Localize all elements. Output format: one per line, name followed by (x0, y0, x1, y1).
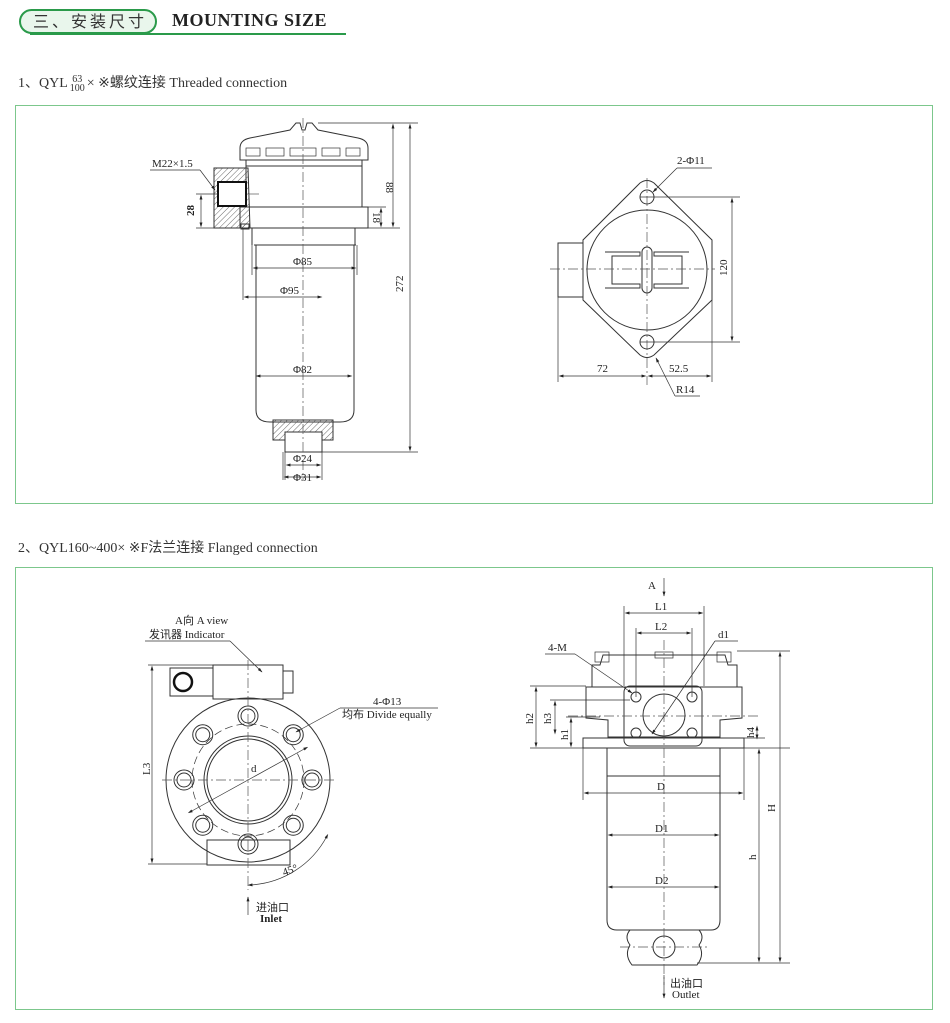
label-h: h (747, 854, 759, 860)
bolt-hole (282, 724, 304, 746)
label-holes: 2-Φ11 (677, 155, 705, 167)
bolt-hole (195, 817, 211, 833)
label-D2: D2 (655, 875, 668, 887)
label-H: H (766, 804, 778, 812)
label-4-holes: 4-Φ13 (373, 696, 402, 708)
section-title-en: MOUNTING SIZE (172, 10, 328, 30)
label-inlet-en: Inlet (260, 913, 282, 925)
label-d24: Φ24 (293, 453, 313, 465)
label-72: 72 (597, 363, 608, 375)
label-45: 45° (281, 862, 300, 879)
label-4-M: 4-M (548, 642, 567, 654)
label-88: 88 (383, 182, 395, 194)
label-120: 120 (718, 259, 730, 276)
bolt-hole (285, 817, 301, 833)
threaded-filter-top-view: 2-Φ11 120 72 52.5 R14 (550, 155, 740, 397)
label-d1: d1 (718, 629, 729, 641)
label-thread: M22×1.5 (152, 158, 193, 170)
flanged-drawing-frame (15, 567, 933, 1010)
label-L2: L2 (655, 621, 667, 633)
label-inlet-cn: 进油口 (256, 900, 289, 914)
label-indicator: 发讯器 Indicator (149, 627, 225, 641)
label-d95: Φ95 (280, 285, 300, 297)
threaded-drawing-frame (15, 105, 933, 504)
label-d82: Φ82 (293, 364, 312, 376)
label-d85: Φ85 (293, 256, 313, 268)
label-outlet-en: Outlet (672, 989, 700, 1001)
label-h4: h4 (745, 727, 757, 739)
bolt-hole (285, 727, 301, 743)
flanged-filter-side-view: A L1 L2 d1 4-M h2 h3 h1 h4 H h D D1 D2 出… (524, 578, 790, 1001)
title-underline (30, 33, 346, 35)
label-a-view: A向 A view (175, 613, 228, 627)
label-h3: h3 (542, 713, 554, 725)
label-D: D (657, 781, 665, 793)
bolt-hole (192, 724, 214, 746)
label-28: 28 (185, 205, 197, 217)
section-title-cn: 三、安装尺寸 (19, 9, 157, 34)
caption-flanged: 2、QYL160~400× ※F法兰连接 Flanged connection (18, 541, 318, 556)
bolt-hole (195, 727, 211, 743)
threaded-filter-side-view: M22×1.5 28 88 18 272 Φ85 Φ95 Φ82 Φ24 Φ31 (150, 118, 418, 484)
label-r14: R14 (676, 384, 695, 396)
label-52-5: 52.5 (669, 363, 689, 375)
label-divide-equally: 均布 Divide equally (342, 708, 432, 721)
label-d: d (251, 763, 257, 775)
label-A: A (648, 580, 656, 592)
bolt-hole (192, 814, 214, 836)
label-L1: L1 (655, 601, 667, 613)
label-D1: D1 (655, 823, 668, 835)
label-272: 272 (394, 276, 406, 293)
label-outlet-cn: 出油口 (670, 976, 703, 990)
label-18: 18 (370, 212, 382, 224)
label-L3: L3 (141, 762, 153, 775)
label-h2: h2 (524, 713, 536, 724)
label-h1: h1 (559, 729, 571, 740)
label-d31: Φ31 (293, 472, 312, 484)
flanged-filter-a-view: A向 A view 发讯器 Indicator 4-Φ13 均布 Divide … (141, 613, 438, 925)
